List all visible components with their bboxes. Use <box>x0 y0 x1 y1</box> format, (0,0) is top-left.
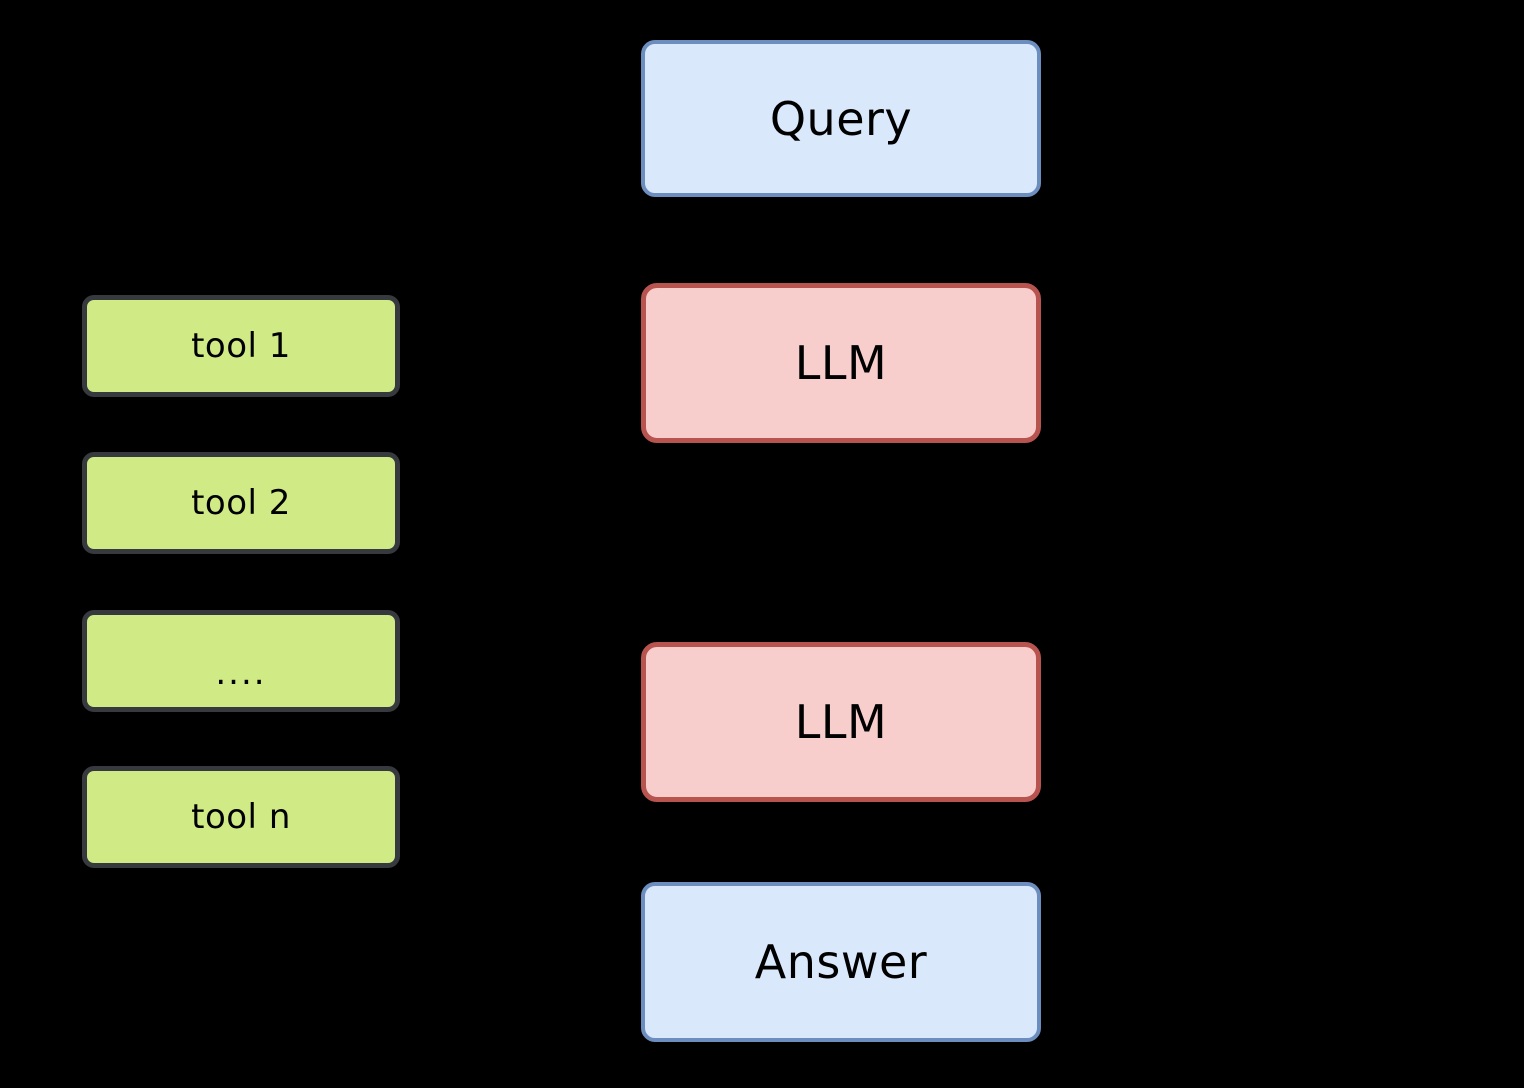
tool-node-1-label: tool 1 <box>191 326 291 366</box>
llm-node-2[interactable]: LLM <box>641 642 1041 802</box>
answer-node-label: Answer <box>754 935 928 989</box>
tool-node-ellipsis-label: .... <box>215 653 267 693</box>
tool-node-n[interactable]: tool n <box>82 766 400 868</box>
tool-node-1[interactable]: tool 1 <box>82 295 400 397</box>
tool-node-2-label: tool 2 <box>191 483 291 523</box>
query-node-label: Query <box>769 91 913 146</box>
tool-node-n-label: tool n <box>191 797 291 837</box>
llm-node-2-label: LLM <box>794 695 888 749</box>
tool-node-2[interactable]: tool 2 <box>82 452 400 554</box>
llm-node-1-label: LLM <box>794 336 888 390</box>
query-node[interactable]: Query <box>641 40 1041 197</box>
llm-node-1[interactable]: LLM <box>641 283 1041 443</box>
answer-node[interactable]: Answer <box>641 882 1041 1042</box>
tool-node-ellipsis[interactable]: .... <box>82 610 400 712</box>
